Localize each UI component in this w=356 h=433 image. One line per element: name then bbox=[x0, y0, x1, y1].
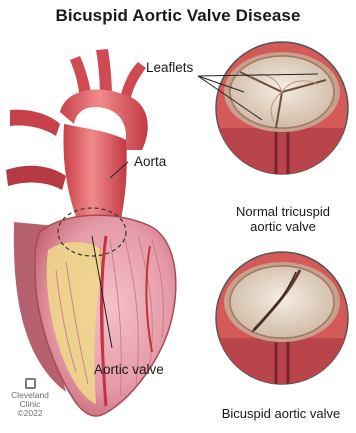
normal-valve-drawing bbox=[216, 42, 348, 178]
aorta-label: Aorta bbox=[134, 154, 166, 170]
ascending-aorta bbox=[64, 124, 127, 224]
logo-copyright: ©2022 bbox=[8, 409, 52, 418]
leaflets-label: Leaflets bbox=[146, 60, 193, 76]
pulmonary-vessel bbox=[10, 110, 60, 136]
heart-drawing bbox=[6, 49, 176, 416]
cleveland-clinic-logo: Cleveland Clinic ©2022 bbox=[8, 378, 52, 418]
bicuspid-valve-caption: Bicuspid aortic valve bbox=[206, 407, 356, 422]
normal-valve-caption: Normal tricuspid aortic valve bbox=[210, 205, 356, 235]
normal-caption-line2: aortic valve bbox=[210, 220, 356, 235]
logo-icon bbox=[25, 378, 36, 389]
vein bbox=[6, 166, 66, 190]
normal-caption-line1: Normal tricuspid bbox=[210, 205, 356, 220]
artery-branch-2 bbox=[96, 49, 112, 96]
aortic-valve-label: Aortic valve bbox=[94, 362, 164, 378]
bicuspid-valve-drawing bbox=[216, 252, 348, 388]
